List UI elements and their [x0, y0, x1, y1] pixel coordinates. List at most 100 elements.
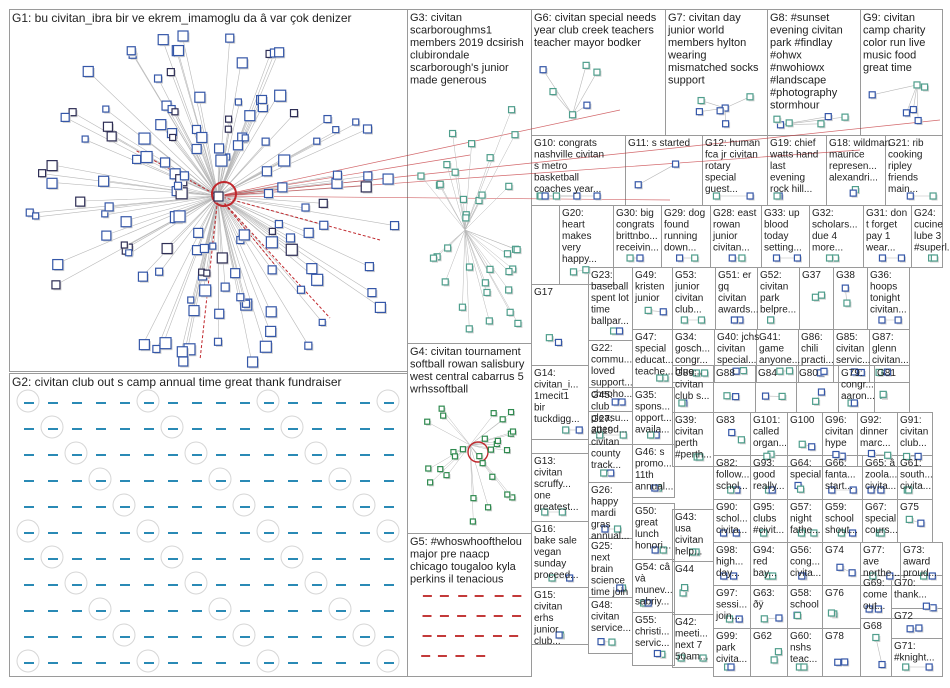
- group-label-g74-line-0: G74: [825, 545, 844, 556]
- group-label-g36-line-0: G36:: [870, 270, 892, 281]
- group-label-g63-line-0: G63:: [753, 588, 775, 599]
- group-label-g82-line-2: schol...: [716, 481, 748, 492]
- group-label-g94-line-0: G94:: [753, 545, 775, 556]
- node-g52: [768, 317, 774, 323]
- group-label-g21-line-2: ripley: [888, 161, 912, 172]
- g2-node: [120, 610, 130, 612]
- g2-node: [168, 532, 178, 534]
- group-label-g24-line-2: lube 3: [914, 231, 942, 242]
- group-label-g33-line-3: setting...: [764, 243, 802, 254]
- group-label-g100-line-0: G100: [790, 415, 815, 426]
- g1-node: [245, 111, 255, 121]
- g1-node: [139, 133, 150, 144]
- group-label-g60-line-0: G60:: [790, 631, 812, 642]
- group-label-g35-line-3: availa...: [635, 425, 669, 436]
- g2-node: [168, 454, 178, 456]
- group-label-g40-line-0: G40: jchs: [717, 332, 759, 343]
- g2-node: [336, 558, 346, 560]
- g3-node: [506, 183, 512, 189]
- g3-node: [515, 320, 521, 326]
- group-label-g87-line-2: civitan...: [872, 355, 909, 366]
- group-label-g20-line-3: very: [562, 243, 581, 254]
- group-label-g10-line-4: coaches year...: [534, 184, 601, 195]
- group-label-g97-line-1: sessi...: [716, 600, 747, 611]
- g2-node: [312, 428, 322, 430]
- group-label-g101-line-1: called: [753, 427, 779, 438]
- g1-node: [383, 174, 393, 184]
- node-g17: [546, 335, 552, 341]
- g1-node: [275, 48, 284, 57]
- g1-node: [302, 204, 309, 211]
- group-label-g42-line-3: 50am...: [675, 652, 708, 663]
- group-label-g56-line-0: G56:: [790, 545, 812, 556]
- group-label-g77-line-0: G77:: [863, 545, 885, 556]
- g5-node: [512, 615, 521, 617]
- group-label-g27-line-0: G27:: [591, 414, 613, 425]
- group-label-g84-line-0: G84: [758, 368, 777, 379]
- node-g29: [692, 255, 698, 261]
- group-label-g99-line-2: civita...: [716, 654, 747, 665]
- g5-node: [494, 615, 503, 617]
- group-label-g29-line-2: running: [664, 231, 697, 242]
- g1-node: [361, 182, 371, 192]
- g2-node: [72, 532, 82, 534]
- group-label-g10-line-2: s metro: [534, 161, 568, 172]
- group-label-g66-line-2: start...: [825, 481, 853, 492]
- g2-node: [216, 454, 226, 456]
- group-label-g94-line-1: red: [753, 557, 767, 568]
- g2-node: [216, 532, 226, 534]
- g2-node: [360, 428, 370, 430]
- group-label-g3-line-2: members 2019 dcsirish: [410, 37, 524, 49]
- node-g58: [795, 612, 801, 618]
- g2-node: [288, 428, 298, 430]
- g1-node: [258, 95, 266, 103]
- g1-node: [290, 110, 297, 117]
- node-g30: [637, 255, 643, 261]
- group-label-g73-line-1: award: [903, 557, 930, 568]
- group-label-g13-line-3: one: [534, 491, 551, 502]
- g2-node: [288, 402, 298, 404]
- g1-node: [307, 264, 317, 274]
- g2-node: [120, 584, 130, 586]
- g1-node: [231, 269, 240, 278]
- g2-node: [96, 454, 106, 456]
- group-label-g42-line-1: meeti...: [675, 629, 708, 640]
- g2-node: [48, 532, 58, 534]
- group-label-g50-line-1: great: [635, 518, 658, 529]
- g2-node: [144, 584, 154, 586]
- group-label-g56-line-2: civita...: [790, 568, 821, 579]
- g2-node: [312, 584, 322, 586]
- group-label-g33-line-0: G33: up: [764, 208, 800, 219]
- group-label-g101-line-2: organ...: [753, 438, 787, 449]
- g2-node: [216, 662, 226, 664]
- group-label-g82-line-1: follow...: [716, 470, 749, 481]
- g4-node: [439, 406, 444, 411]
- g2-node: [216, 428, 226, 430]
- group-label-g50-line-0: G50:: [635, 506, 657, 517]
- group-label-g18-line-3: alexandri...: [829, 173, 878, 184]
- g1-node: [363, 125, 371, 133]
- node-g62: [771, 657, 777, 663]
- group-label-g25-line-0: G25:: [591, 541, 613, 552]
- g2-node: [144, 532, 154, 534]
- group-label-g47-line-1: special: [635, 344, 666, 355]
- node-g8: [786, 120, 792, 126]
- g1-node: [215, 338, 222, 345]
- group-label-g69-line-0: G69:: [863, 578, 885, 589]
- group-label-g10-line-1: nashville civitan: [534, 150, 604, 161]
- group-label-g9-line-3: music food: [863, 50, 916, 62]
- g2-node: [120, 506, 130, 508]
- g2-node: [240, 610, 250, 612]
- group-label-g46-line-1: promo...: [635, 459, 672, 470]
- group-label-g16-line-1: bake sale: [534, 536, 577, 547]
- node-g9: [903, 110, 909, 116]
- group-label-g25-line-4: time join: [591, 587, 628, 598]
- node-g37: [812, 294, 818, 300]
- group-label-g58-line-1: school: [790, 600, 819, 611]
- group-label-g8-line-2: park #findlay: [770, 37, 833, 49]
- node-g68: [879, 662, 885, 668]
- group-label-g7-line-5: support: [668, 75, 705, 87]
- g2-node: [360, 532, 370, 534]
- group-label-g99-line-1: park: [716, 643, 736, 654]
- group-label-g25-line-2: brain: [591, 564, 613, 575]
